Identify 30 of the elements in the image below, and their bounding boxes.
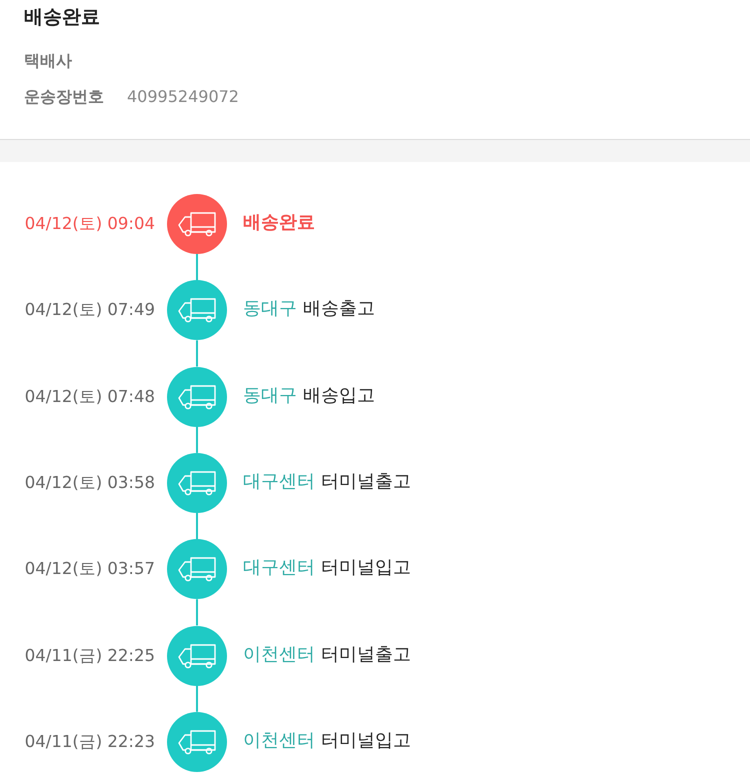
timestamp: 04/12(토) 03:58 (24, 472, 155, 494)
timeline-line (196, 426, 198, 453)
tracking-number: 40995249072 (127, 86, 239, 108)
status-text: 터미널입고 (321, 728, 411, 753)
timeline-line (196, 512, 198, 540)
status-text: 터미널출고 (321, 642, 411, 666)
timeline-line (196, 599, 198, 626)
status-text: 배송출고 (303, 297, 375, 322)
timestamp: 04/12(토) 07:48 (24, 386, 155, 408)
field-label: 택배사 (24, 50, 72, 72)
status-text: 배송입고 (303, 384, 375, 408)
field-label: 운송장번호 (24, 86, 104, 108)
location-text: 동대구 (243, 384, 297, 408)
status-text: 배송완료 (243, 211, 315, 235)
timeline-line (196, 254, 198, 280)
location-text: 대구센터 (243, 556, 315, 580)
status-text: 터미널입고 (321, 556, 411, 580)
location-text: 이천센터 (243, 728, 315, 753)
location-text: 동대구 (243, 297, 297, 322)
status-text: 터미널출고 (321, 470, 411, 494)
page-title: 배송완료 (24, 5, 100, 30)
timeline-line (196, 340, 198, 367)
location-text: 이천센터 (243, 642, 315, 666)
timestamp: 04/12(토) 07:49 (24, 299, 155, 322)
timestamp: 04/11(금) 22:23 (24, 730, 155, 753)
timeline-line (196, 686, 198, 712)
timestamp: 04/11(금) 22:25 (24, 644, 155, 666)
timestamp: 04/12(토) 03:57 (24, 558, 155, 580)
timestamp: 04/12(토) 09:04 (24, 213, 155, 235)
location-text: 대구센터 (243, 470, 315, 494)
